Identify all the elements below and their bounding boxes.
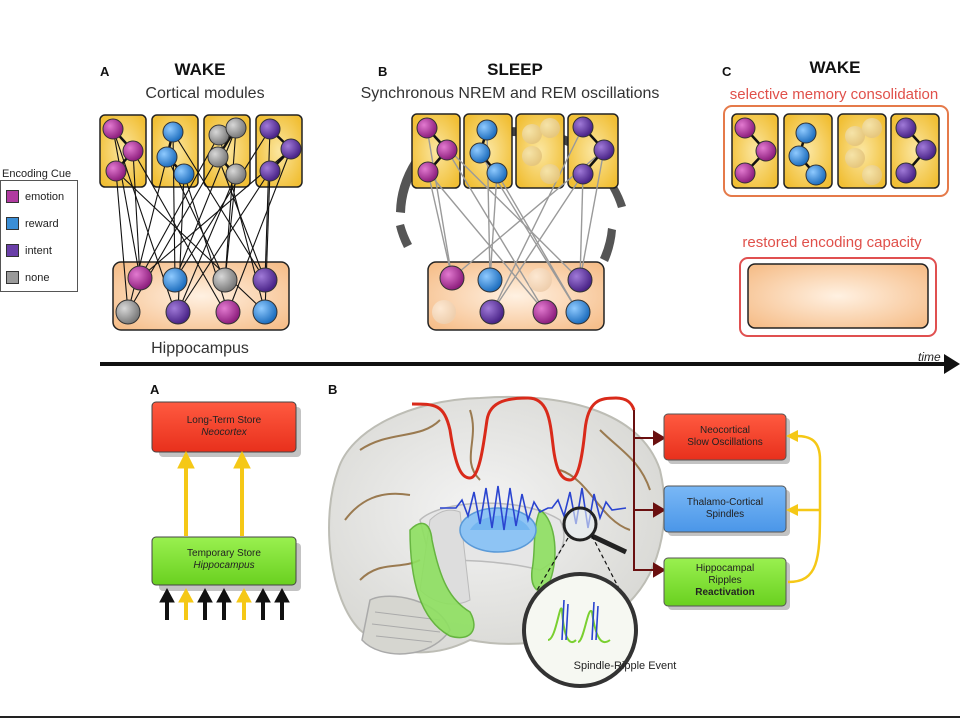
hippocampal-line3: Reactivation — [695, 587, 755, 598]
bottom-panel-b-letter: B — [328, 382, 338, 397]
thalamo-cortical-label: Thalamo-Cortical Spindles — [664, 497, 786, 521]
top-panel-c-heading: WAKE — [809, 58, 861, 77]
legend-swatch — [6, 271, 19, 284]
long-term-store-region: Neocortex — [201, 427, 247, 438]
neocortical-line2: Slow Oscillations — [687, 437, 763, 448]
spindle-ripple-inset — [522, 572, 638, 688]
legend-title: Encoding Cue — [2, 168, 72, 180]
temporary-store-box — [151, 536, 301, 591]
time-arrow — [100, 354, 960, 374]
consolidated-nodes — [734, 117, 937, 186]
bottom-diagram-graphics — [151, 395, 822, 688]
feedback-arrows — [786, 430, 822, 584]
neocortical-box — [663, 413, 790, 464]
legend-swatch — [6, 217, 19, 230]
sleep-module-nodes — [416, 116, 615, 185]
legend-label: intent — [25, 244, 52, 257]
time-label: time — [918, 350, 941, 364]
input-arrows — [159, 587, 290, 620]
hippocampal-line1: Hippocampal — [695, 563, 755, 574]
hippocampal-line2: Ripples — [708, 575, 742, 586]
temporary-store-label: Temporary Store Hippocampus — [152, 548, 296, 572]
thalamo-cortical-line2: Spindles — [705, 509, 745, 520]
legend-item-emotion: emotion — [6, 190, 64, 203]
consolidation-arrows — [177, 450, 251, 536]
hippocampus-label: Hippocampus — [151, 340, 249, 357]
top-panel-a-heading: WAKE — [174, 60, 226, 79]
wake-hippocampus-nodes — [115, 265, 278, 325]
legend-label: none — [25, 271, 50, 284]
legend-label: reward — [25, 217, 59, 230]
neocortical-line1: Neocortical — [699, 425, 751, 436]
thalamo-cortical-box — [663, 485, 790, 536]
hippocampal-box — [663, 557, 790, 610]
long-term-store-title: Long-Term Store — [186, 415, 262, 426]
legend-label: emotion — [25, 190, 65, 203]
neocortical-label: Neocortical Slow Oscillations — [664, 425, 786, 449]
top-panel-c-letter: C — [722, 64, 732, 79]
legend-item-intent: intent — [6, 244, 52, 257]
hippocampal-label: Hippocampal Ripples Reactivation — [664, 563, 786, 599]
spindle-ripple-label: Spindle-Ripple Event — [573, 660, 677, 672]
legend-item-reward: reward — [6, 217, 59, 230]
restored-capacity-label: restored encoding capacity — [742, 234, 922, 251]
top-panel-a-subtitle: Cortical modules — [145, 85, 265, 102]
connector-lines — [633, 410, 666, 578]
top-panel-b-subtitle: Synchronous NREM and REM oscillations — [360, 85, 660, 102]
top-panel-b-heading: SLEEP — [487, 60, 543, 79]
temporary-store-title: Temporary Store — [187, 548, 261, 559]
legend-item-none: none — [6, 271, 49, 284]
consolidation-label: selective memory consolidation — [729, 86, 939, 103]
thalamo-cortical-line1: Thalamo-Cortical — [686, 497, 764, 508]
restored-hippocampus-box — [739, 257, 937, 337]
temporary-store-region: Hippocampus — [193, 560, 255, 571]
long-term-store-label: Long-Term Store Neocortex — [152, 415, 296, 439]
wake-module-nodes — [102, 117, 302, 185]
legend-swatch — [6, 244, 19, 257]
sleep-hippocampus-nodes — [432, 265, 593, 325]
legend-swatch — [6, 190, 19, 203]
top-panel-b-letter: B — [378, 64, 388, 79]
wake-hippocampus-box — [112, 261, 290, 331]
top-panel-a-letter: A — [100, 64, 110, 79]
top-diagram-graphics — [99, 105, 960, 374]
bottom-rule — [0, 716, 960, 718]
long-term-store-box — [151, 401, 301, 457]
magnifier-icon — [535, 506, 631, 611]
slow-oscillation-wave — [411, 396, 636, 482]
bottom-panel-a-letter: A — [150, 382, 160, 397]
